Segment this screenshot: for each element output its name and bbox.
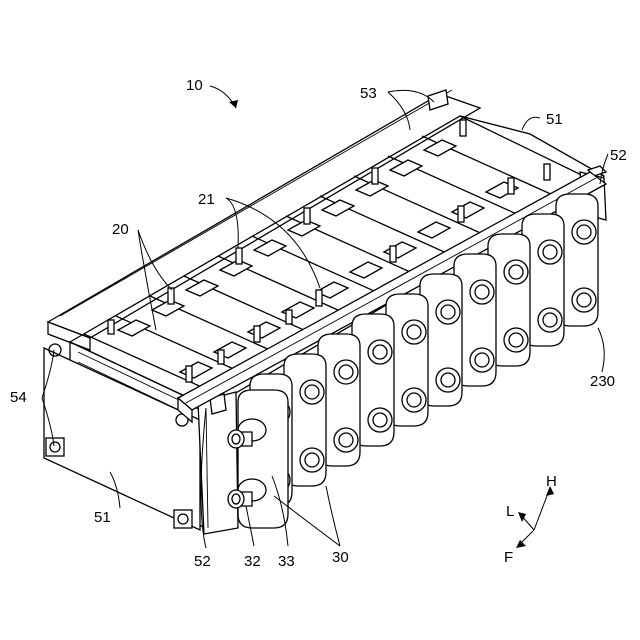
label-electrode-terminals: 21 bbox=[198, 191, 215, 208]
label-side-plate-left: 52 bbox=[194, 553, 211, 570]
axis-label-length: L bbox=[506, 503, 514, 520]
label-binding-bars: 53 bbox=[360, 85, 377, 102]
label-cell-230: 230 bbox=[590, 373, 615, 390]
label-bus-bars: 30 bbox=[332, 549, 349, 566]
label-fasteners: 54 bbox=[10, 389, 27, 406]
label-end-plate-bottom: 51 bbox=[94, 509, 111, 526]
label-assembly: 10 bbox=[186, 77, 203, 94]
bus-bar-modules bbox=[228, 194, 598, 528]
label-cells: 20 bbox=[112, 221, 129, 238]
label-end-plate-top: 51 bbox=[546, 111, 563, 128]
end-plate-front bbox=[44, 344, 200, 530]
orientation-axes bbox=[516, 486, 554, 548]
side-plate-left bbox=[198, 392, 238, 534]
label-bolt: 32 bbox=[244, 553, 261, 570]
label-nut: 33 bbox=[278, 553, 295, 570]
label-side-plate-right: 52 bbox=[610, 147, 627, 164]
axis-label-height: H bbox=[546, 473, 557, 490]
axis-label-front: F bbox=[504, 549, 513, 566]
